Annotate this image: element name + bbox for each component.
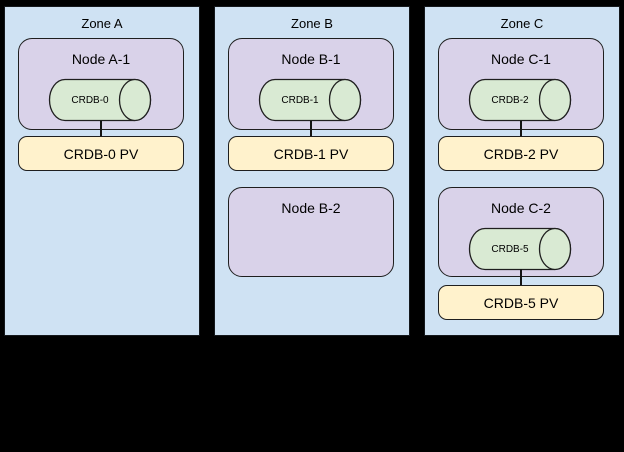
zone-title: Zone C [500, 16, 544, 31]
pv-label: CRDB-5 PV [483, 294, 559, 311]
pv-box: CRDB-0 PV [18, 136, 184, 171]
database-cylinder-icon: CRDB-1 [258, 78, 362, 122]
db-label: CRDB-0 [71, 94, 109, 106]
node-label: Node C-1 [491, 51, 551, 67]
database-cylinder-icon: CRDB-5 [468, 227, 572, 271]
node-label: Node B-1 [281, 51, 341, 67]
zone-b: Zone B Node B-1 CRDB-1 CRDB-1 PV Node B-… [214, 6, 410, 336]
connector-line [520, 269, 522, 285]
node-box-c2: Node C-2 CRDB-5 [438, 187, 604, 277]
node-label: Node B-2 [281, 200, 341, 216]
db-label: CRDB-5 [491, 243, 529, 255]
database-cylinder-icon: CRDB-2 [468, 78, 572, 122]
node-box-c1: Node C-1 CRDB-2 [438, 38, 604, 130]
connector-line [310, 121, 312, 136]
zone-a: Zone A Node A-1 CRDB-0 CRDB-0 PV [4, 6, 200, 336]
node-box-b2: Node B-2 [228, 187, 394, 277]
pv-label: CRDB-0 PV [63, 145, 139, 162]
connector-line [520, 121, 522, 136]
pv-box: CRDB-1 PV [228, 136, 394, 171]
pv-label: CRDB-1 PV [273, 145, 349, 162]
zone-title: Zone A [81, 16, 123, 31]
db-label: CRDB-2 [491, 94, 529, 106]
zone-title: Zone B [291, 16, 333, 31]
node-box-b1: Node B-1 CRDB-1 [228, 38, 394, 130]
pv-box: CRDB-2 PV [438, 136, 604, 171]
pv-box: CRDB-5 PV [438, 285, 604, 320]
node-label: Node C-2 [491, 200, 551, 216]
pv-label: CRDB-2 PV [483, 145, 559, 162]
zone-c: Zone C Node C-1 CRDB-2 CRDB-2 PV Node C-… [424, 6, 620, 336]
database-cylinder-icon: CRDB-0 [48, 78, 152, 122]
db-label: CRDB-1 [281, 94, 319, 106]
node-label: Node A-1 [71, 51, 131, 67]
connector-line [100, 121, 102, 136]
node-box-a1: Node A-1 CRDB-0 [18, 38, 184, 130]
